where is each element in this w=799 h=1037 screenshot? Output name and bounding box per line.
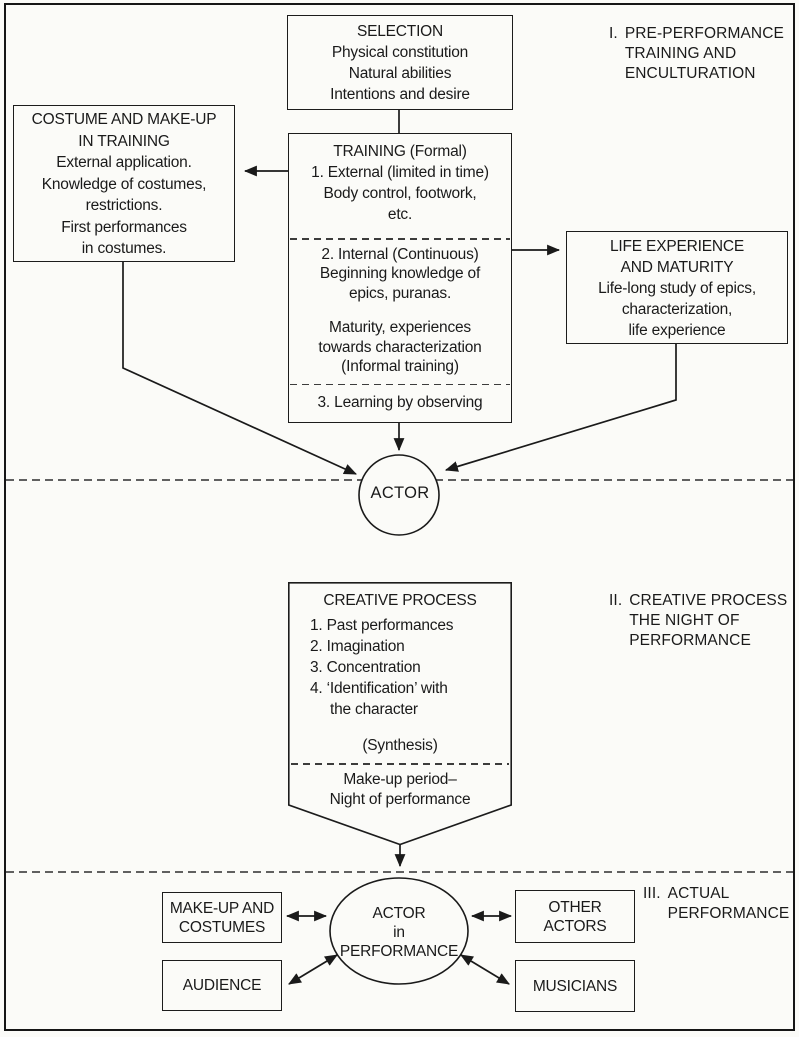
section-1-title-line: PRE-PERFORMANCE bbox=[624, 25, 784, 42]
selection-line: Physical constitution bbox=[331, 44, 469, 61]
creative-list-item: 3. Concentration bbox=[310, 659, 421, 676]
training-line: 1. External (limited in time) bbox=[311, 164, 489, 181]
audience-label: AUDIENCE bbox=[182, 977, 262, 994]
creative-list-item: 2. Imagination bbox=[310, 638, 405, 655]
selection-line: Natural abilities bbox=[348, 65, 452, 82]
arrow-costume-to-actor bbox=[122, 262, 357, 475]
creative-process-box: CREATIVE PROCESS 1. Past performances 2.… bbox=[288, 582, 512, 814]
creative-title: CREATIVE PROCESS bbox=[323, 592, 477, 609]
section-2-title-line: THE NIGHT OF bbox=[629, 612, 740, 629]
life-line: life experience bbox=[628, 322, 726, 339]
performance-line: PERFORMANCE bbox=[339, 943, 459, 960]
training-line: 2. Internal (Continuous) bbox=[321, 245, 479, 263]
creative-dashed-divider bbox=[291, 763, 509, 765]
training-line: (Informal training) bbox=[341, 358, 459, 376]
performance-line: ACTOR bbox=[372, 905, 426, 922]
section-3-title-line: ACTUAL bbox=[667, 885, 730, 902]
costume-line: restrictions. bbox=[85, 197, 163, 214]
creative-footer-line: Make-up period– bbox=[343, 771, 457, 788]
arrow-actor-audience bbox=[288, 954, 338, 985]
other-actors-line: ACTORS bbox=[543, 917, 607, 935]
actor-node-label: ACTOR bbox=[370, 484, 430, 502]
musicians-box: MUSICIANS bbox=[515, 960, 635, 1012]
audience-box: AUDIENCE bbox=[162, 960, 282, 1011]
training-line: Body control, footwork, bbox=[323, 185, 477, 202]
costume-line: First performances bbox=[61, 218, 187, 236]
life-line: Life-long study of epics, bbox=[598, 280, 756, 297]
other-actors-line: OTHER bbox=[548, 898, 602, 916]
costume-line: IN TRAINING bbox=[78, 132, 170, 150]
performance-ellipse bbox=[329, 877, 469, 985]
section-header-1: I. PRE-PERFORMANCE TRAINING AND ENCULTUR… bbox=[609, 24, 784, 84]
section-2-title-line: PERFORMANCE bbox=[629, 632, 751, 649]
makeup-line: COSTUMES bbox=[178, 918, 266, 936]
creative-list: 1. Past performances 2. Imagination 3. C… bbox=[310, 615, 454, 720]
section-header-2: II. CREATIVE PROCESS THE NIGHT OF PERFOR… bbox=[609, 591, 787, 651]
section-3-title-line: PERFORMANCE bbox=[667, 905, 790, 922]
training-line: 3. Learning by observing bbox=[317, 394, 483, 412]
selection-box: SELECTION Physical constitution Natural … bbox=[287, 15, 513, 110]
selection-line: Intentions and desire bbox=[330, 86, 470, 103]
creative-list-item: 4. ‘Identification’ with bbox=[310, 680, 448, 697]
section-1-title-line: ENCULTURATION bbox=[624, 65, 756, 82]
costume-line: Knowledge of costumes, bbox=[41, 175, 207, 193]
section-2-title-line: CREATIVE PROCESS bbox=[629, 592, 788, 609]
creative-synthesis: (Synthesis) bbox=[362, 737, 438, 754]
costume-line: External application. bbox=[56, 154, 192, 171]
arrow-actor-musicians bbox=[460, 954, 510, 985]
creative-list-item: the character bbox=[330, 701, 418, 718]
selection-title: SELECTION bbox=[356, 23, 444, 40]
training-line: epics, puranas. bbox=[348, 284, 452, 302]
makeup-costumes-box: MAKE-UP AND COSTUMES bbox=[162, 892, 282, 943]
arrow-life-to-actor bbox=[444, 344, 677, 472]
life-line: AND MATURITY bbox=[620, 259, 734, 276]
life-experience-box: LIFE EXPERIENCE AND MATURITY Life-long s… bbox=[566, 231, 788, 344]
creative-footer: Make-up period– Night of performance bbox=[288, 770, 512, 810]
section-1-numeral: I. bbox=[609, 25, 618, 42]
training-dashed-divider bbox=[290, 383, 510, 386]
section-header-3: III. ACTUAL PERFORMANCE bbox=[643, 884, 789, 924]
training-part-2: 2. Internal (Continuous) Beginning knowl… bbox=[289, 240, 511, 384]
section-3-numeral: III. bbox=[643, 885, 661, 902]
actor-circle bbox=[358, 454, 440, 536]
section-1-title-line: TRAINING AND bbox=[624, 45, 737, 62]
page-frame bbox=[4, 3, 795, 1031]
costume-makeup-box: COSTUME AND MAKE-UP IN TRAINING External… bbox=[13, 105, 235, 262]
training-line: etc. bbox=[387, 206, 413, 223]
actor-in-performance-label: ACTOR in PERFORMANCE bbox=[329, 904, 469, 961]
creative-footer-line: Night of performance bbox=[329, 791, 471, 808]
training-line: TRAINING (Formal) bbox=[333, 143, 467, 160]
training-part-3: 3. Learning by observing bbox=[289, 385, 511, 422]
life-line: LIFE EXPERIENCE bbox=[610, 238, 744, 255]
makeup-line: MAKE-UP AND bbox=[169, 899, 275, 917]
training-dashed-divider bbox=[290, 238, 510, 240]
training-part-1: TRAINING (Formal) 1. External (limited i… bbox=[289, 134, 511, 238]
performance-line: in bbox=[393, 924, 405, 941]
training-line: Beginning knowledge of bbox=[319, 265, 481, 283]
costume-line: in costumes. bbox=[81, 240, 167, 257]
life-line: characterization, bbox=[621, 301, 733, 318]
costume-line: COSTUME AND MAKE-UP bbox=[31, 111, 217, 128]
musicians-label: MUSICIANS bbox=[532, 977, 618, 995]
creative-process-outline bbox=[288, 582, 512, 846]
section-2-numeral: II. bbox=[609, 592, 623, 609]
training-box: TRAINING (Formal) 1. External (limited i… bbox=[288, 133, 512, 423]
creative-list-item: 1. Past performances bbox=[310, 617, 454, 634]
other-actors-box: OTHER ACTORS bbox=[515, 890, 635, 943]
training-line: Maturity, experiences bbox=[329, 319, 471, 337]
training-line: towards characterization bbox=[318, 338, 482, 356]
